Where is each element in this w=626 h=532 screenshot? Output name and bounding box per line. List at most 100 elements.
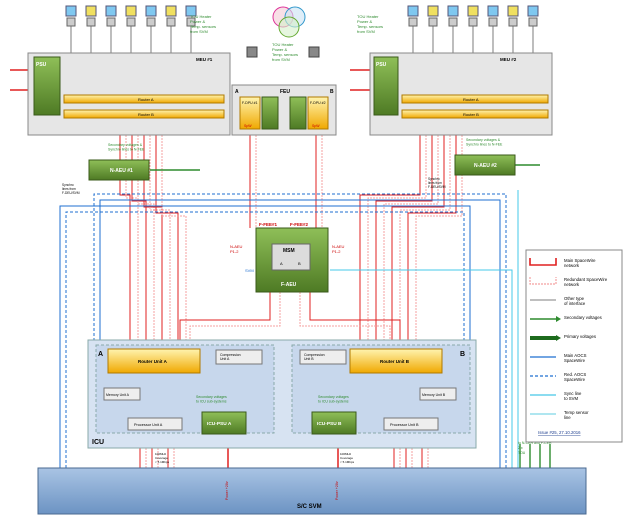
psu-right-label: PSU [376,62,387,68]
sec-left-line: Synchro lines to N-FEE [108,148,145,152]
meu1-router-b-label: Router B [138,112,154,117]
fdpu1-label: F-DPU #1 [242,101,258,105]
wire [391,135,445,349]
wire [367,135,427,349]
icu-psu-b-label: ICU-PSU B [317,421,342,427]
camera-base [528,17,538,27]
syn-left-line: lines from [62,187,76,191]
router-unit-b [349,348,443,374]
wire [299,292,391,349]
camera-box [447,5,459,17]
sc-svm-bar: S/C SVM Power +28v Power +28v to N-CEH a… [37,441,587,515]
sec-right-line: Secondary voltages & [466,138,501,142]
icu-psu-a-label: ICU-PSU A [207,421,232,427]
naeu2-unit: N-AEU #2 Secondary voltages &Synchro lin… [428,138,516,189]
wire [399,135,451,349]
processor-b-label: Processor Unit B [390,423,419,427]
tou-center-line: Temp. sensors [272,52,298,57]
psu-left-label: PSU [36,62,47,68]
legend-swatch [529,277,557,285]
legend-arrow [556,316,561,322]
meu2-router-a-label: Router A [463,97,479,102]
meu2-unit: PSU Router A Router B MEU #2 [369,52,553,136]
naeu2-label: N-AEU #2 [474,163,497,169]
power-b-label: Power +28v [335,481,339,500]
feu-spw-left: SpW [244,124,252,128]
camera-base [408,17,418,27]
tou-center-line: TOU Heater [272,42,294,47]
svm-sync-label: SVM [245,268,254,273]
camera-base [126,17,136,27]
meu2-router-a [401,94,549,104]
syn-right-line: Synchro [428,177,440,181]
camera-base [166,17,176,27]
camera-box [145,5,157,17]
syn-right-line: F-DEU/SVM [428,185,446,189]
to-ceh-line: to N-CEH and F-CEH [518,441,552,445]
feu-unit: FEU A B F-DPU #1 F-DPU #2 SpW SpW [231,84,337,136]
camera-base [468,17,478,27]
camera-box [105,5,117,17]
camera-base [186,17,196,27]
rate-right-line: 100MHz [340,452,352,456]
wire [155,135,179,349]
msm-b-label: B [298,261,301,266]
icu-unit: ICU A B Router Unit A Router Unit B Comp… [87,339,477,449]
meu1-label: MEU #1 [196,57,213,62]
camera-base [146,17,156,27]
meu1-router-a-label: Router A [138,97,154,102]
comp-a-line: Compression [220,353,241,357]
power-a-label: Power +28v [225,481,229,500]
wire [309,292,401,349]
memory-b [419,387,457,401]
camera-box [487,5,499,17]
sec-icu-a-line: Secondary voltages [196,395,227,399]
camera-base [66,17,76,27]
memory-a-label: Memory Unit A [106,393,130,397]
camera-box [65,5,77,17]
feu-spw-right: SpW [312,124,320,128]
venn-icon [272,6,306,38]
router-unit-b-label: Router Unit B [380,359,410,364]
sec-right-line: Synchro lines to N-FEE [466,143,503,147]
tou-left-line: Temp. sensors [190,24,216,29]
naeu-p-right-line: N-AEU [332,244,345,249]
camera-box [527,5,539,17]
fdpu2-label: F-DPU #2 [310,101,326,105]
msm-label: MSM [283,248,295,254]
camera-box [427,5,439,17]
ffee1-label: F-FEE#1 [259,222,278,227]
wire [330,269,513,468]
icu-a-label: A [98,351,103,358]
wire [59,205,471,468]
processor-b [383,417,439,431]
tou-right-line: Temp. sensors [357,24,383,29]
secondary-left-label: Secondary voltages &Synchro lines to N-F… [108,143,145,152]
legend-label: Primary voltages [564,334,596,339]
camera-box [467,5,479,17]
tou-right-line: TOU Heater [357,14,379,19]
camera-base [488,17,498,27]
router-unit-a-label: Router Unit A [138,359,168,364]
compression-a [215,349,263,365]
camera-box [407,5,419,17]
tou-left-line: from SVM [190,29,208,34]
wire [93,193,507,468]
rate-right-line: < 5.1Mbps [340,460,355,464]
rate-left-line: Coverage [155,456,168,460]
wiring-layer [10,26,552,468]
camera-base [448,17,458,27]
wire [359,135,421,349]
rate-left-line: < 5.1Mbps [155,460,170,464]
wire [161,135,187,349]
